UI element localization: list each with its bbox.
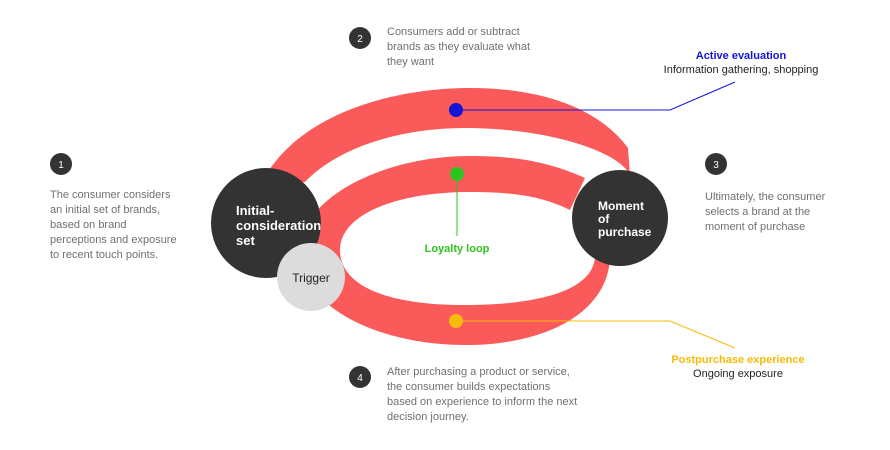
step-1-number: 1 bbox=[58, 160, 64, 171]
moment-of-purchase-line-2: of bbox=[598, 212, 610, 226]
postpurchase-dot bbox=[449, 314, 463, 328]
moment-of-purchase-line-3: purchase bbox=[598, 225, 652, 239]
moment-of-purchase-line-1: Moment bbox=[598, 199, 644, 213]
moment-of-purchase-node bbox=[572, 170, 668, 266]
step-1-line: an initial set of brands, bbox=[50, 204, 160, 216]
step-3-badge bbox=[705, 153, 727, 175]
step-1-badge bbox=[50, 153, 72, 175]
step-2-line: they want bbox=[387, 56, 434, 68]
step-3-number: 3 bbox=[713, 160, 719, 171]
loyalty-loop-title: Loyalty loop bbox=[425, 243, 490, 255]
outer-loop-band bbox=[262, 88, 630, 182]
initial-consideration-line-3: set bbox=[236, 233, 255, 248]
step-2-text: Consumers add or subtract brands as they… bbox=[387, 26, 533, 68]
step-4-badge bbox=[349, 366, 371, 388]
postpurchase-title: Postpurchase experience bbox=[671, 354, 804, 366]
postpurchase-leader-line bbox=[456, 320, 736, 349]
active-evaluation-dot bbox=[449, 103, 463, 117]
step-4-line: based on experience to inform the next bbox=[387, 396, 577, 408]
active-evaluation-subtitle: Information gathering, shopping bbox=[664, 64, 819, 76]
step-1-line: The consumer considers bbox=[50, 189, 171, 201]
initial-consideration-label: Initial- consideration set bbox=[236, 203, 325, 248]
step-4-number: 4 bbox=[357, 373, 363, 384]
step-4-line: After purchasing a product or service, bbox=[387, 366, 570, 378]
step-3-text: Ultimately, the consumer selects a brand… bbox=[705, 191, 828, 233]
inner-loop-band bbox=[300, 156, 610, 345]
postpurchase-subtitle: Ongoing exposure bbox=[693, 368, 783, 380]
initial-consideration-line-2: consideration bbox=[236, 218, 321, 233]
step-1-line: to recent touch points. bbox=[50, 249, 158, 261]
step-4-line: decision journey. bbox=[387, 411, 469, 423]
moment-of-purchase-label: Moment of purchase bbox=[598, 199, 652, 239]
step-3-line: selects a brand at the bbox=[705, 206, 810, 218]
step-1-text: The consumer considers an initial set of… bbox=[50, 189, 180, 261]
step-2-number: 2 bbox=[357, 34, 363, 45]
step-2-line: brands as they evaluate what bbox=[387, 41, 530, 53]
step-1-line: based on brand bbox=[50, 219, 126, 231]
step-3-line: moment of purchase bbox=[705, 221, 805, 233]
step-2-line: Consumers add or subtract bbox=[387, 26, 520, 38]
step-4-line: the consumer builds expectations bbox=[387, 381, 551, 393]
step-1-line: perceptions and exposure bbox=[50, 234, 177, 246]
trigger-node bbox=[277, 243, 345, 311]
active-evaluation-leader-line bbox=[456, 81, 736, 111]
step-3-line: Ultimately, the consumer bbox=[705, 191, 826, 203]
loyalty-loop-dot bbox=[450, 167, 464, 181]
active-evaluation-title: Active evaluation bbox=[696, 50, 787, 62]
trigger-label: Trigger bbox=[292, 271, 330, 285]
step-4-text: After purchasing a product or service, t… bbox=[387, 366, 580, 423]
initial-consideration-line-1: Initial- bbox=[236, 203, 274, 218]
step-2-badge bbox=[349, 27, 371, 49]
